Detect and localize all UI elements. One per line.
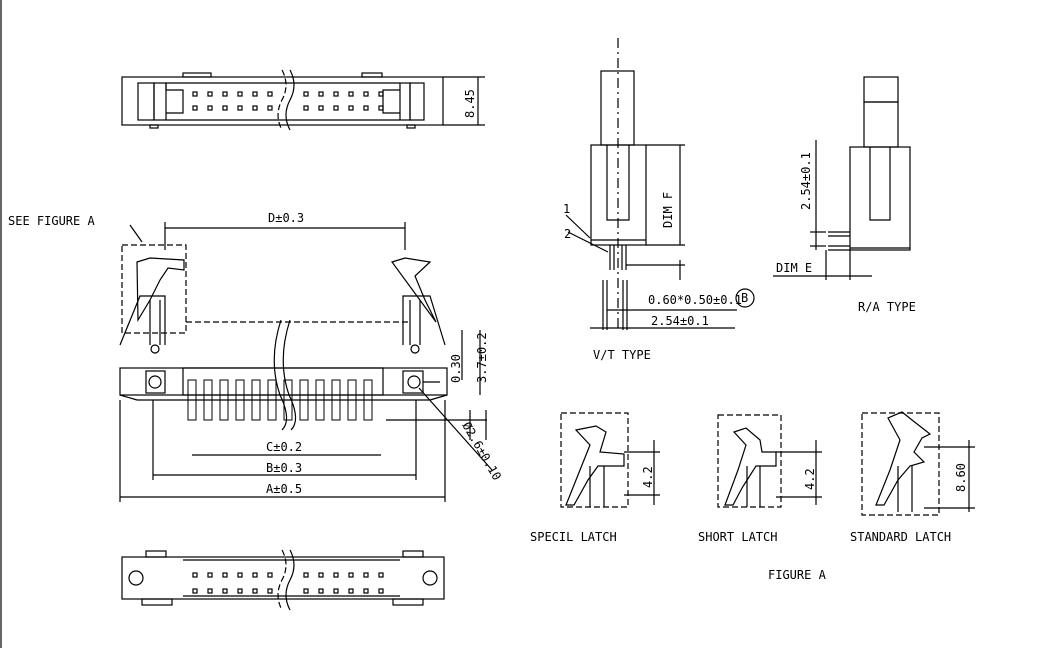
top-view — [121, 69, 485, 131]
pin-square — [333, 572, 339, 578]
pin-square — [252, 105, 258, 111]
vt-type-title: V/T TYPE — [593, 348, 651, 362]
pin-square — [222, 91, 228, 97]
pitch-ra-label: 2.54±0.1 — [799, 152, 813, 210]
pin-square — [267, 572, 273, 578]
pin-square — [267, 588, 273, 594]
connector-pin — [267, 379, 277, 421]
front-view — [119, 222, 493, 502]
pin-square — [363, 588, 369, 594]
dim-a-label: A±0.5 — [266, 482, 302, 496]
pin-square — [303, 572, 309, 578]
pin-square — [363, 91, 369, 97]
pin-square — [267, 105, 273, 111]
pin-square — [192, 572, 198, 578]
pin-square — [222, 105, 228, 111]
connector-pin — [283, 379, 293, 421]
figure-a-title: FIGURE A — [768, 568, 827, 582]
pin-square — [252, 588, 258, 594]
pin-square — [303, 91, 309, 97]
pin-square — [333, 588, 339, 594]
pin-square — [237, 105, 243, 111]
pin-square — [222, 588, 228, 594]
pin-square — [192, 105, 198, 111]
pin-square — [333, 91, 339, 97]
pin-square — [192, 588, 198, 594]
latch-standard-title: STANDARD LATCH — [850, 530, 951, 544]
connector-pin — [219, 379, 229, 421]
pin-square — [318, 105, 324, 111]
ra-type-title: R/A TYPE — [858, 300, 916, 314]
dim-c-label: C±0.2 — [266, 440, 302, 454]
latch3-height-label: 8.60 — [954, 463, 968, 492]
connector-pin — [235, 379, 245, 421]
pin-square — [252, 572, 258, 578]
connector-pin — [315, 379, 325, 421]
pin-ref-label: B — [741, 291, 748, 305]
callout-2: 2 — [564, 227, 571, 241]
pin-square — [192, 91, 198, 97]
hole-dia-label: Ø2.6±0.10 — [459, 420, 504, 483]
pin-square — [348, 91, 354, 97]
latch-standard — [861, 411, 975, 516]
pin-width-label: 0.60*0.50±0.1 — [648, 293, 742, 307]
pin-square — [207, 91, 213, 97]
connector-pin — [299, 379, 309, 421]
pin-square — [303, 588, 309, 594]
dim-f-label: DIM F — [661, 192, 675, 228]
latch-special-title: SPECIL LATCH — [530, 530, 617, 544]
latch-special — [560, 412, 660, 508]
pin-square — [378, 91, 384, 97]
connector-pin — [203, 379, 213, 421]
dim-d-label: D±0.3 — [268, 211, 304, 225]
pin-square — [237, 588, 243, 594]
pin-square — [237, 91, 243, 97]
dim-37-label: 3.7±0.2 — [475, 332, 489, 383]
ra-type-view — [773, 76, 911, 280]
pin-square — [318, 588, 324, 594]
pin-square — [252, 91, 258, 97]
pin-square — [378, 105, 384, 111]
pitch-vt-label: 2.54±0.1 — [651, 314, 709, 328]
pin-square — [378, 572, 384, 578]
dim-030-label: 0.30 — [449, 354, 463, 383]
pin-square — [207, 105, 213, 111]
pin-square — [318, 572, 324, 578]
pin-square — [333, 105, 339, 111]
see-figure-label: SEE FIGURE A — [8, 214, 95, 228]
latch-short-title: SHORT LATCH — [698, 530, 777, 544]
pin-square — [267, 91, 273, 97]
connector-pin — [331, 379, 341, 421]
dim-845-label: 8.45 — [463, 89, 477, 118]
latch-short — [717, 414, 822, 508]
dim-b-label: B±0.3 — [266, 461, 302, 475]
connector-pin — [251, 379, 261, 421]
pin-square — [348, 105, 354, 111]
pin-square — [363, 572, 369, 578]
connector-pin — [347, 379, 357, 421]
vt-type-view — [565, 38, 755, 330]
connector-pin — [363, 379, 373, 421]
callout-1: 1 — [563, 202, 570, 216]
pin-square — [303, 105, 309, 111]
latch1-height-label: 4.2 — [641, 466, 655, 488]
pin-square — [207, 588, 213, 594]
pin-square — [363, 105, 369, 111]
pin-square — [378, 588, 384, 594]
pin-square — [348, 588, 354, 594]
pin-square — [318, 91, 324, 97]
bottom-view — [121, 549, 445, 611]
dim-e-label: DIM E — [776, 261, 812, 275]
latch2-height-label: 4.2 — [803, 468, 817, 490]
connector-pin — [187, 379, 197, 421]
pin-square — [207, 572, 213, 578]
pin-square — [348, 572, 354, 578]
pin-square — [237, 572, 243, 578]
pin-square — [222, 572, 228, 578]
